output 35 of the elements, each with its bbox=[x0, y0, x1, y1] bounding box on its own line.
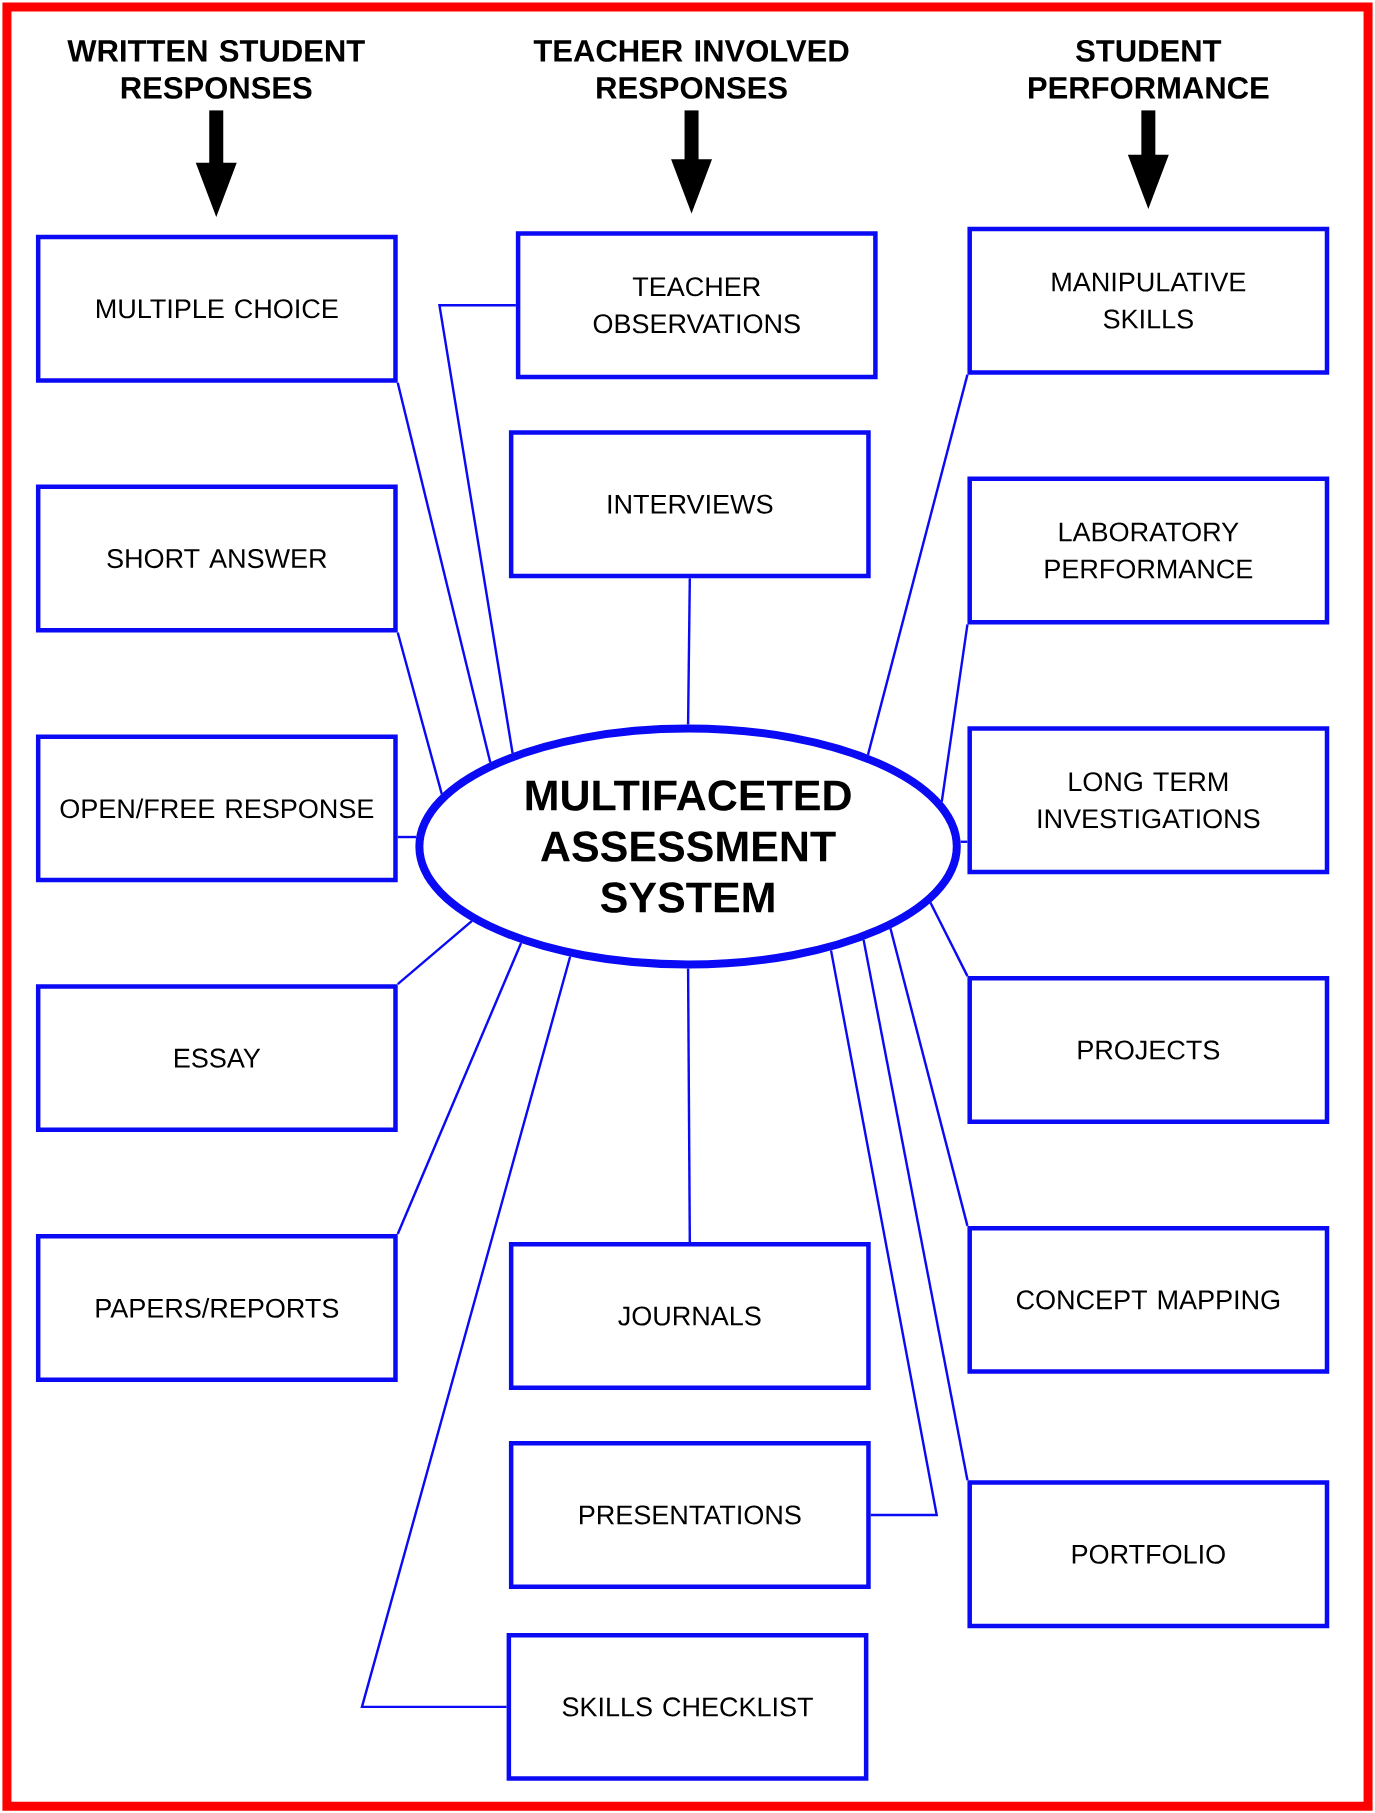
assessment-box: JOURNALS bbox=[508, 1242, 871, 1390]
assessment-box: SKILLS CHECKLIST bbox=[506, 1632, 869, 1781]
assessment-box: ESSAY bbox=[35, 984, 398, 1133]
assessment-box: SHORT ANSWER bbox=[35, 484, 398, 633]
connector-line bbox=[862, 939, 969, 1481]
assessment-box: CONCEPT MAPPING bbox=[967, 1225, 1330, 1374]
connector-line bbox=[397, 835, 417, 839]
assessment-box: LONG TERM INVESTIGATIONS bbox=[967, 726, 1330, 875]
connector-line bbox=[940, 624, 969, 802]
connector-line bbox=[396, 382, 492, 763]
connector-line bbox=[866, 374, 969, 756]
connector-line bbox=[929, 901, 969, 977]
header-text: STUDENT PERFORMANCE bbox=[1029, 39, 1269, 99]
assessment-box: PAPERS/REPORTS bbox=[35, 1234, 398, 1382]
connector-line bbox=[360, 956, 572, 1709]
assessment-box: INTERVIEWS bbox=[508, 430, 871, 579]
assessment-box: PROJECTS bbox=[967, 976, 1330, 1124]
connector-line bbox=[960, 840, 968, 843]
connector-line bbox=[686, 578, 691, 725]
header-text: TEACHER INVOLVED RESPONSES bbox=[533, 39, 849, 99]
header-text: WRITTEN STUDENT RESPONSES bbox=[67, 39, 365, 99]
connector-line bbox=[889, 927, 969, 1227]
assessment-box: LABORATORY PERFORMANCE bbox=[967, 476, 1330, 625]
assessment-box: OPEN/FREE RESPONSE bbox=[35, 734, 398, 883]
assessment-box: PORTFOLIO bbox=[967, 1480, 1330, 1629]
connector-line bbox=[686, 968, 691, 1243]
assessment-box: MULTIPLE CHOICE bbox=[35, 234, 398, 383]
connector-line bbox=[396, 920, 473, 986]
connector-line bbox=[396, 942, 523, 1235]
assessment-box: MANIPULATIVE SKILLS bbox=[967, 226, 1330, 375]
connector-line bbox=[829, 950, 939, 1517]
connector-line bbox=[438, 304, 516, 754]
assessment-box: PRESENTATIONS bbox=[508, 1441, 871, 1589]
connector-line bbox=[396, 632, 443, 795]
assessment-box: TEACHER OBSERVATIONS bbox=[515, 231, 878, 380]
